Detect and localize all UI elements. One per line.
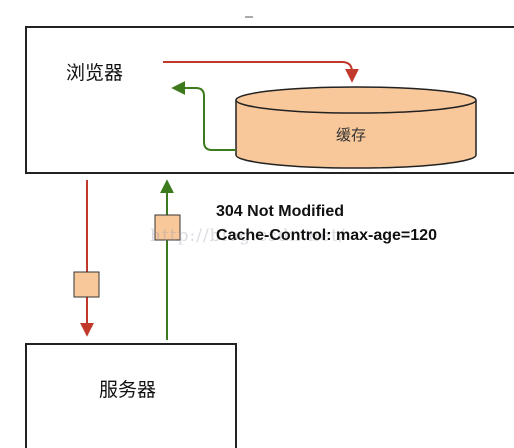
server-label: 服务器 xyxy=(99,379,157,401)
cache-to-browser-arrow xyxy=(171,81,236,151)
watermark-text: http://blog.csdn.net/ xyxy=(150,226,346,246)
browser-to-cache-arrow xyxy=(163,61,359,83)
response-header-text: Cache-Control: max-age=120 xyxy=(216,227,437,244)
request-packet xyxy=(73,271,100,298)
cache-cylinder xyxy=(235,86,477,169)
response-status-text: 304 Not Modified xyxy=(216,203,345,220)
response-packet xyxy=(154,214,181,241)
server-box xyxy=(25,343,237,448)
browser-label: 浏览器 xyxy=(66,62,124,84)
cache-label: 缓存 xyxy=(336,126,367,144)
